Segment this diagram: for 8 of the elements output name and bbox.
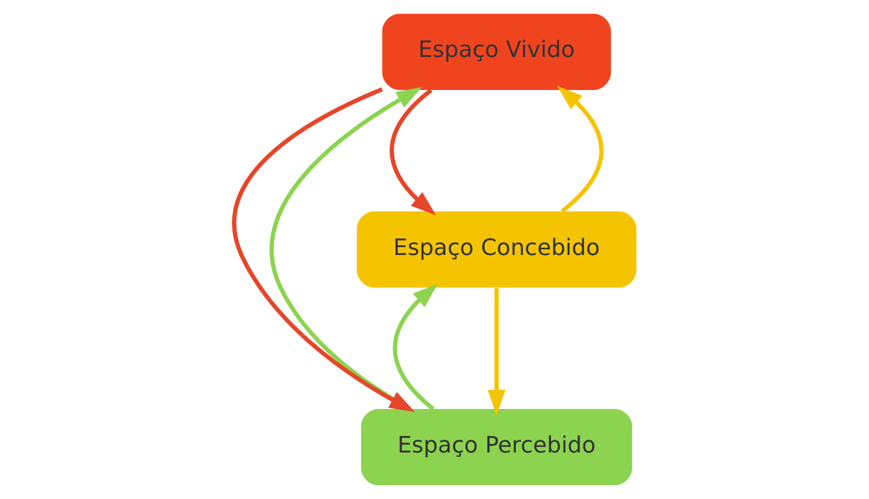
arrow [487,288,505,416]
arrow [556,86,603,213]
node-box: Espaço Vivido [382,14,610,90]
arrow [392,284,438,411]
arrow [389,88,436,216]
arrow [232,87,414,412]
node-box: Espaço Percebido [360,409,632,486]
node-box: Espaço Concebido [356,211,636,288]
